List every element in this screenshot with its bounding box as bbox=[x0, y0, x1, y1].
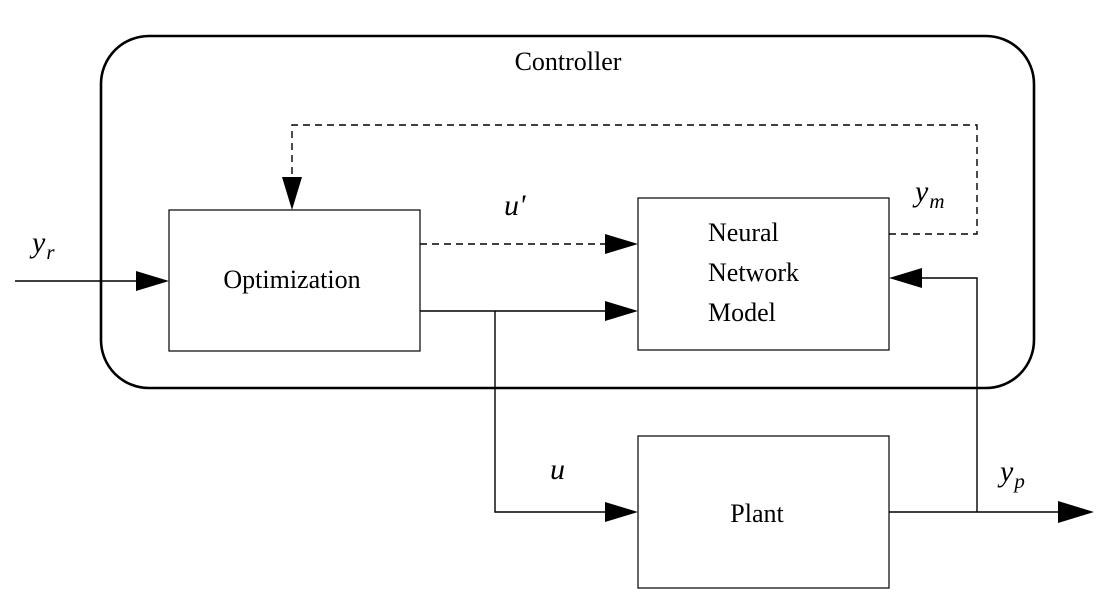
reference-arrow-head bbox=[136, 271, 169, 291]
model-output-label: ym bbox=[912, 175, 945, 213]
u-prime-arrow-head bbox=[605, 234, 638, 254]
plant-output-label: yp bbox=[997, 455, 1025, 493]
controller-boundary bbox=[99, 34, 1036, 390]
model-input-arrow-head bbox=[605, 301, 638, 321]
u-prime-label: u' bbox=[504, 189, 526, 222]
control-branch-line bbox=[494, 311, 610, 513]
u-label: u bbox=[550, 453, 565, 486]
plant-block bbox=[637, 435, 890, 589]
plant-label: Plant bbox=[730, 499, 784, 528]
optimization-label: Optimization bbox=[223, 265, 360, 294]
model-output-dashed-feedback bbox=[291, 124, 978, 235]
plant-output-arrow-head bbox=[1058, 501, 1094, 523]
neural-model-label-line-3: Model bbox=[708, 298, 776, 327]
optimization-block bbox=[168, 209, 421, 352]
plant-input-arrow-head bbox=[605, 502, 638, 522]
neural-model-label-line-2: Network bbox=[708, 258, 799, 287]
model-feedback-arrow-head bbox=[282, 177, 302, 210]
controller-label: Controller bbox=[515, 47, 622, 76]
plant-feedback-line bbox=[920, 277, 978, 512]
neural-network-model-block bbox=[637, 197, 890, 351]
reference-signal-label: yr bbox=[29, 226, 55, 264]
plant-feedback-arrow-head bbox=[889, 268, 922, 288]
neural-model-label-line-1: Neural bbox=[708, 218, 779, 247]
